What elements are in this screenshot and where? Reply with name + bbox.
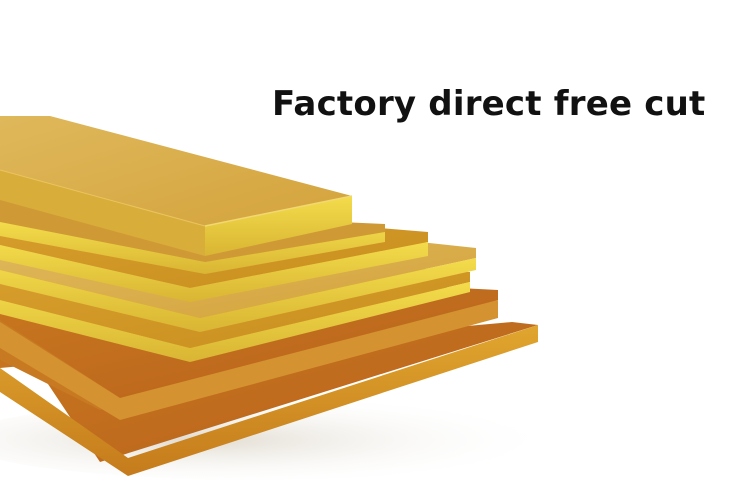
- headline-title: Factory direct free cut: [272, 84, 706, 124]
- laminate-sheet-top: [0, 116, 353, 256]
